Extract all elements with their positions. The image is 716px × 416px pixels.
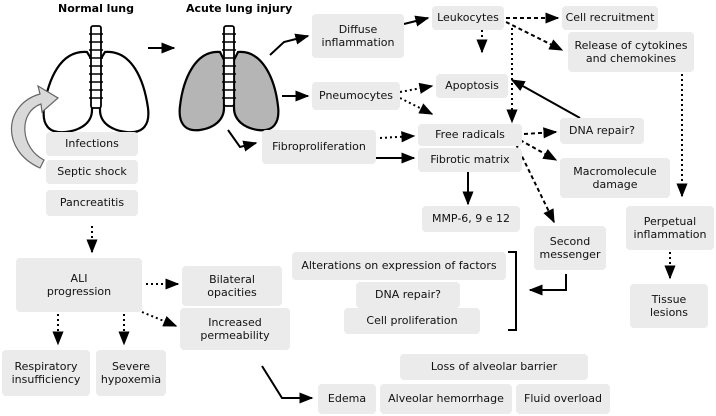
node-septic-shock: Septic shock bbox=[46, 160, 138, 184]
dotted-fibro-to-free-radicals bbox=[379, 131, 416, 143]
arrow-lung-to-fibroproliferation bbox=[227, 129, 258, 152]
node-severe-hypoxemia: Severe hypoxemia bbox=[96, 350, 166, 396]
node-edema: Edema bbox=[318, 384, 376, 414]
node-fibrotic-matrix: Fibrotic matrix bbox=[418, 148, 522, 172]
dashed-free-radicals-to-messenger bbox=[515, 143, 555, 224]
node-pancreatitis: Pancreatitis bbox=[46, 190, 138, 216]
node-cytokines: Release of cytokines and chemokines bbox=[568, 32, 694, 72]
node-fibroproliferation: Fibroproliferation bbox=[262, 130, 376, 164]
dashed-leukocytes-to-cytokines bbox=[505, 21, 564, 51]
node-ali-progression: ALI progression bbox=[16, 258, 142, 312]
node-free-radicals: Free radicals bbox=[418, 124, 522, 146]
normal-lung-illustration bbox=[42, 25, 150, 134]
dotted-ali-to-permeability bbox=[141, 311, 178, 327]
arrow-dna-to-apoptosis bbox=[510, 79, 581, 119]
dashed-free-radicals-to-dna bbox=[523, 127, 558, 139]
node-perpetual-inflammation: Perpetual inflammation bbox=[626, 206, 714, 250]
curved-arrow-icon bbox=[10, 84, 60, 169]
node-leukocytes: Leukocytes bbox=[432, 6, 504, 30]
dotted-pneumocytes-to-apoptosis bbox=[399, 82, 434, 94]
node-alteration-factors: Alterations on expression of factors bbox=[292, 252, 506, 280]
node-cell-proliferation: Cell proliferation bbox=[344, 308, 480, 334]
node-fluid-overload: Fluid overload bbox=[516, 384, 610, 414]
injured-lung-illustration bbox=[178, 25, 280, 132]
dashed-free-radicals-to-macromolecule bbox=[519, 139, 558, 161]
bracket-second-messenger bbox=[528, 274, 567, 296]
node-diffuse-inflammation: Diffuse inflammation bbox=[312, 14, 404, 58]
normal-lung-label: Normal lung bbox=[58, 2, 134, 15]
node-pneumocytes: Pneumocytes bbox=[312, 82, 400, 110]
arrow-inflammation-to-leukocytes bbox=[403, 15, 430, 27]
node-alveolar-hemorrhage: Alveolar hemorrhage bbox=[380, 384, 512, 414]
arrow-permeability-to-edema bbox=[261, 365, 314, 404]
node-dna-repair-bottom: DNA repair? bbox=[356, 282, 460, 308]
node-dna-repair-top: DNA repair? bbox=[560, 118, 644, 144]
node-infections: Infections bbox=[46, 132, 138, 156]
acute-lung-injury-label: Acute lung injury bbox=[186, 2, 293, 15]
node-respiratory-insufficiency: Respiratory insufficiency bbox=[2, 350, 90, 396]
node-tissue-lesions: Tissue lesions bbox=[630, 284, 708, 328]
node-loss-alveolar-barrier: Loss of alveolar barrier bbox=[400, 354, 588, 380]
node-cell-recruitment: Cell recruitment bbox=[562, 6, 658, 30]
node-increased-permeability: Increased permeability bbox=[180, 308, 290, 350]
node-bilateral-opacities: Bilateral opacities bbox=[182, 266, 282, 306]
node-macromolecule-damage: Macromolecule damage bbox=[560, 158, 670, 198]
bracket-outcomes bbox=[508, 251, 517, 331]
node-apoptosis: Apoptosis bbox=[436, 74, 508, 98]
node-second-messenger: Second messenger bbox=[534, 226, 606, 270]
node-mmp: MMP-6, 9 e 12 bbox=[422, 206, 520, 232]
arrow-lung-to-inflammation bbox=[269, 33, 310, 56]
dotted-pneumocytes-to-free-radicals bbox=[399, 97, 434, 115]
